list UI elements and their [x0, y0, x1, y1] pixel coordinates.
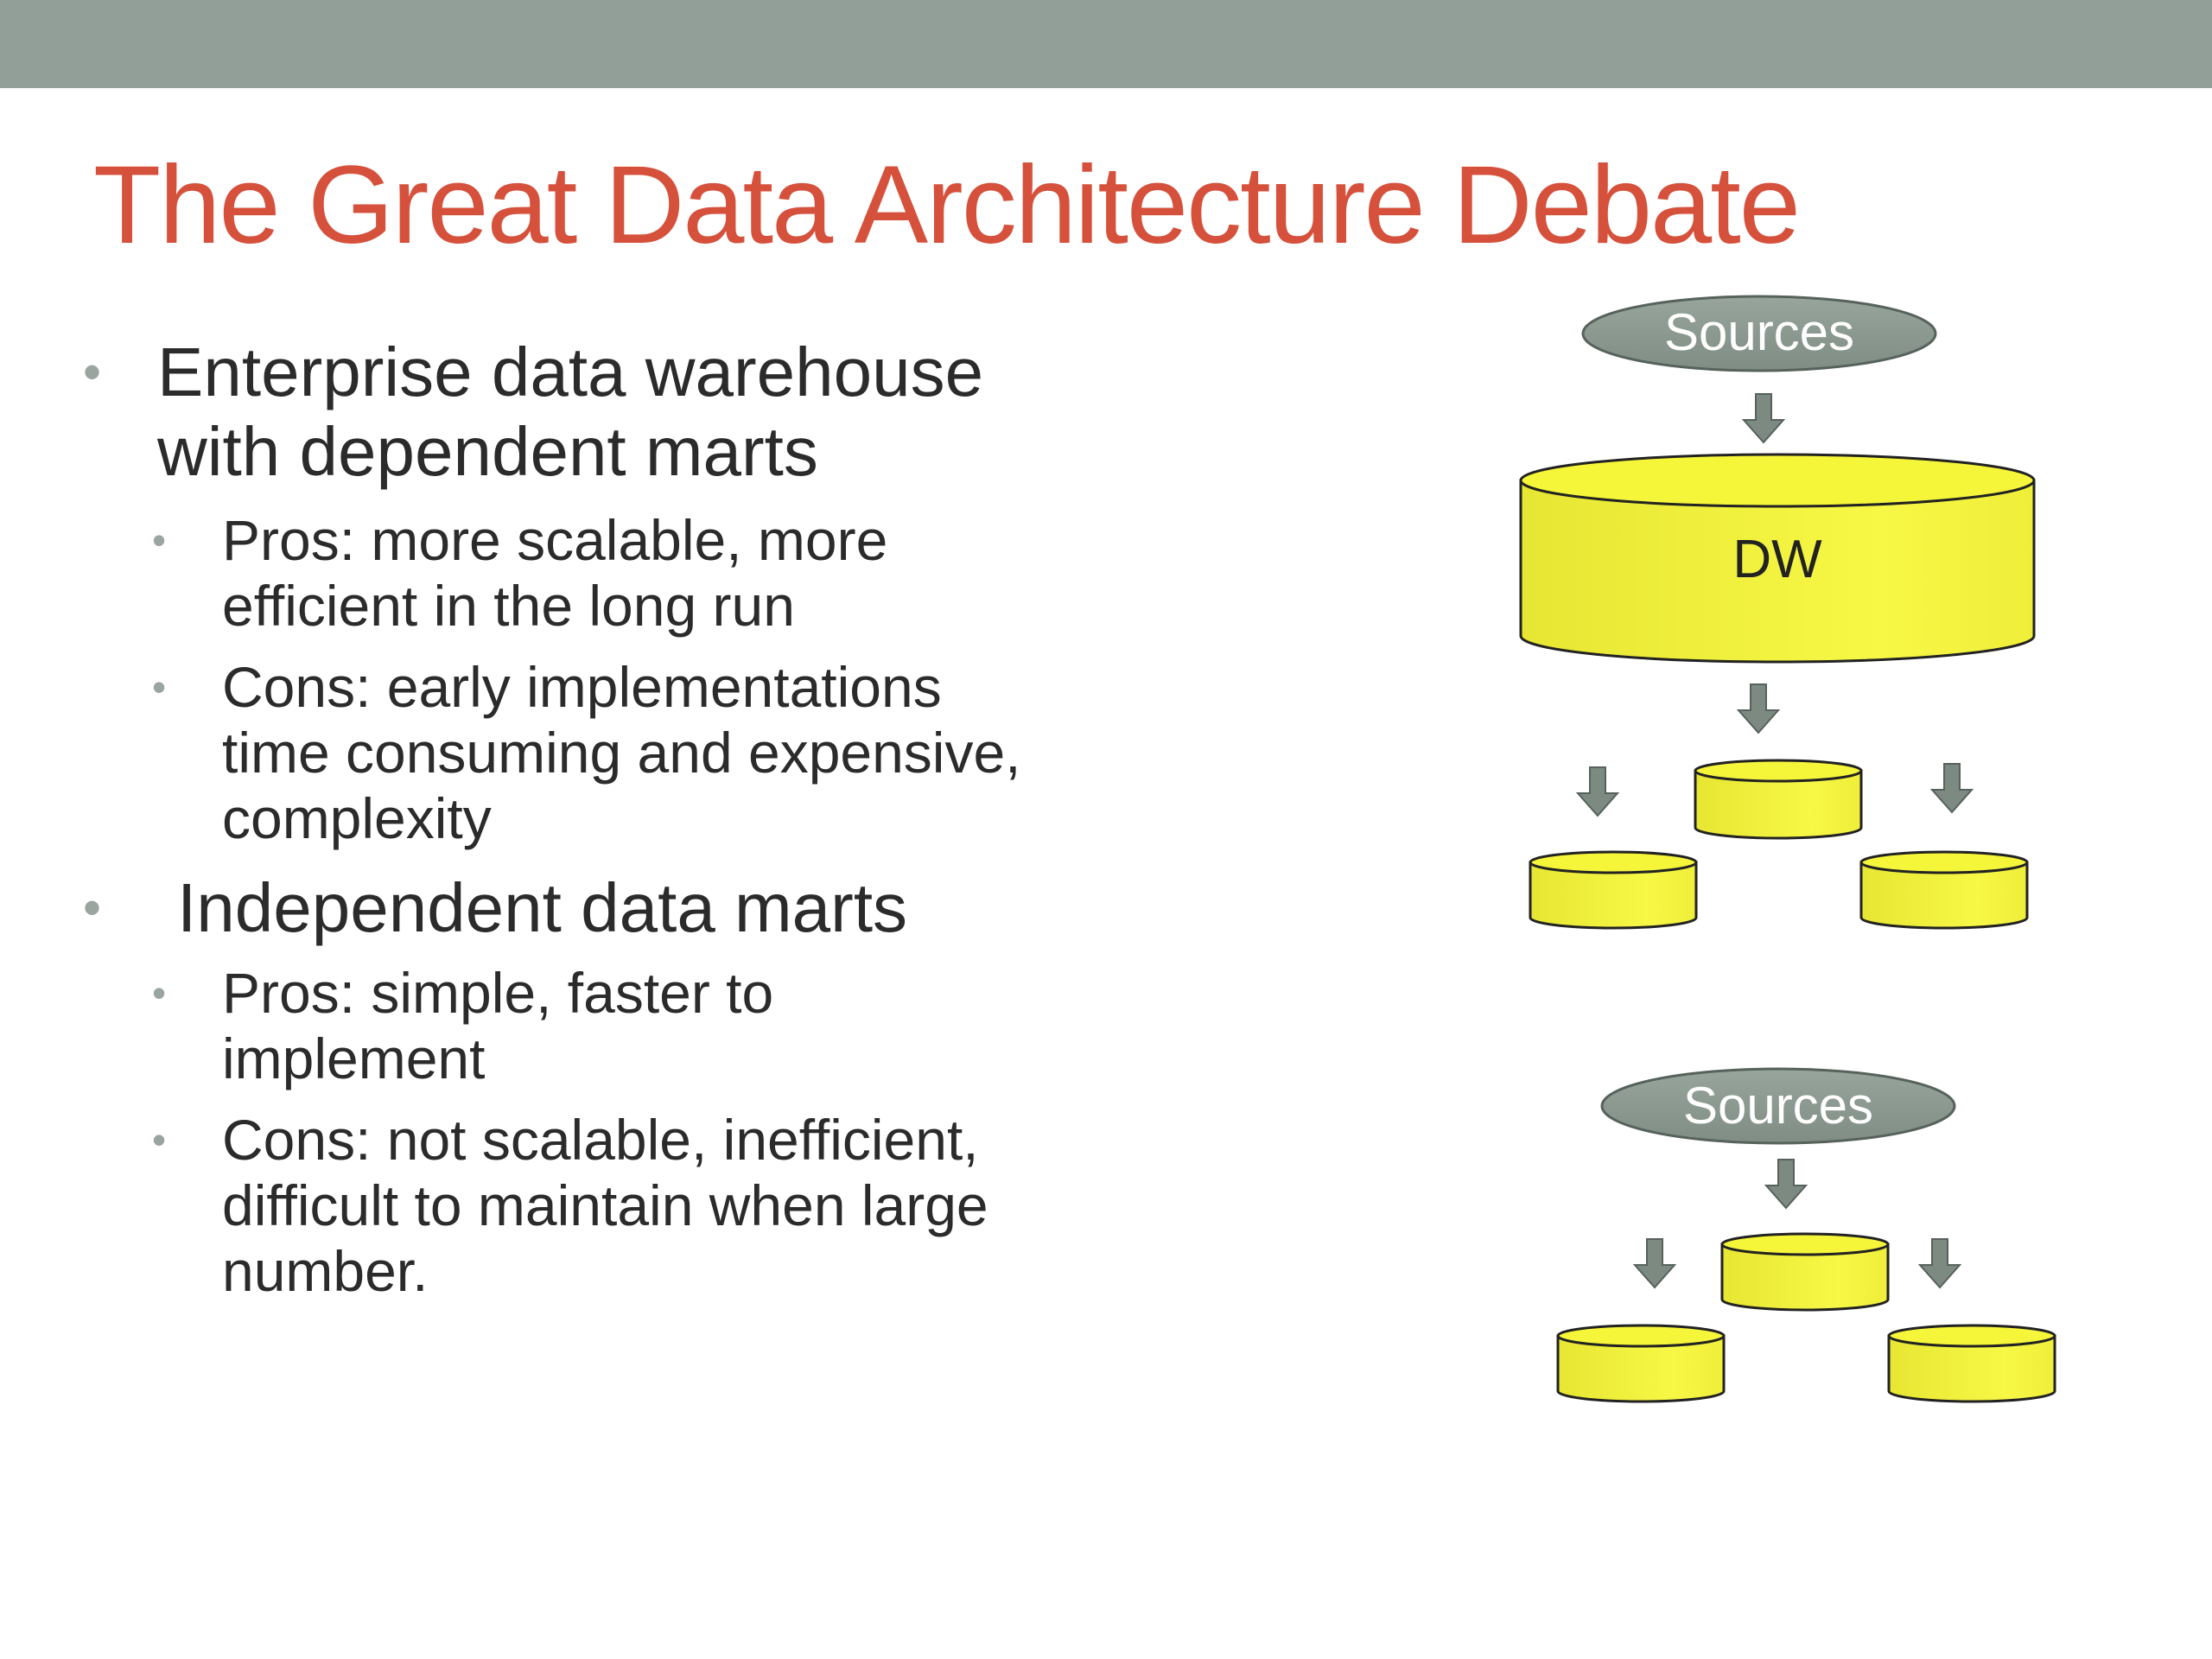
sources-label: Sources [1664, 303, 1854, 361]
bullet-independent-marts: • Independent data marts [78, 868, 1158, 948]
bullet-line: implement [222, 1027, 486, 1090]
data-warehouse-cylinder: DW [1519, 453, 2036, 664]
bullet-line: Cons: early implementations [222, 655, 942, 719]
sources-node: Sources [1581, 295, 1937, 372]
bullet-line: complexity [222, 786, 492, 850]
down-arrow-icon [1764, 1159, 1808, 1210]
subbullet-independent-cons: • Cons: not scalable, inefficient, diffi… [78, 1107, 1158, 1304]
bullet-dot-icon: • [152, 518, 167, 563]
bullet-dot-icon: • [83, 879, 102, 937]
bullet-line: Pros: more scalable, more [222, 508, 888, 572]
bullet-line: number. [222, 1239, 429, 1303]
data-mart-cylinder [1694, 759, 1863, 840]
down-arrow-icon [1741, 393, 1786, 444]
bullet-enterprise-dw: • Enterprise data warehouse with depende… [78, 333, 1158, 492]
data-mart-cylinder [1720, 1232, 1890, 1312]
down-arrow-icon [1575, 766, 1620, 817]
bullet-line: Pros: simple, faster to [222, 961, 774, 1025]
data-mart-cylinder [1859, 850, 2029, 930]
down-arrow-icon [1917, 1238, 1962, 1289]
bullet-line: Cons: not scalable, inefficient, [222, 1108, 979, 1172]
down-arrow-icon [1632, 1238, 1677, 1289]
dw-label: DW [1732, 530, 1822, 589]
bullet-line: time consuming and expensive, [222, 721, 1021, 785]
bullet-line: efficient in the long run [222, 574, 795, 638]
dependent-marts-diagram: Sources DW [1519, 295, 2036, 930]
data-mart-cylinder [1556, 1324, 1726, 1403]
bullet-dot-icon: • [152, 664, 167, 709]
bullet-dot-icon: • [152, 970, 167, 1015]
down-arrow-icon [1736, 683, 1781, 734]
top-accent-bar [0, 0, 2212, 88]
subbullet-independent-pros: • Pros: simple, faster to implement [78, 960, 1158, 1091]
sources-node: Sources [1600, 1067, 1956, 1145]
independent-marts-diagram: Sources [1556, 1067, 2056, 1403]
bullet-line: Enterprise data warehouse [157, 334, 984, 410]
subbullet-enterprise-cons: • Cons: early implementations time consu… [78, 654, 1158, 851]
bullet-list: • Enterprise data warehouse with depende… [78, 333, 1158, 1304]
data-mart-cylinder [1529, 850, 1698, 930]
down-arrow-icon [1929, 763, 1974, 814]
subbullet-enterprise-pros: • Pros: more scalable, more efficient in… [78, 507, 1158, 639]
bullet-dot-icon: • [152, 1117, 167, 1162]
sources-label: Sources [1683, 1077, 1873, 1135]
bullet-line: Independent data marts [177, 869, 908, 946]
slide-title: The Great Data Architecture Debate [93, 143, 1801, 267]
bullet-line: with dependent marts [157, 413, 818, 490]
bullet-line: difficult to maintain when large [222, 1173, 988, 1237]
data-mart-cylinder [1887, 1324, 2056, 1403]
bullet-dot-icon: • [83, 343, 102, 401]
